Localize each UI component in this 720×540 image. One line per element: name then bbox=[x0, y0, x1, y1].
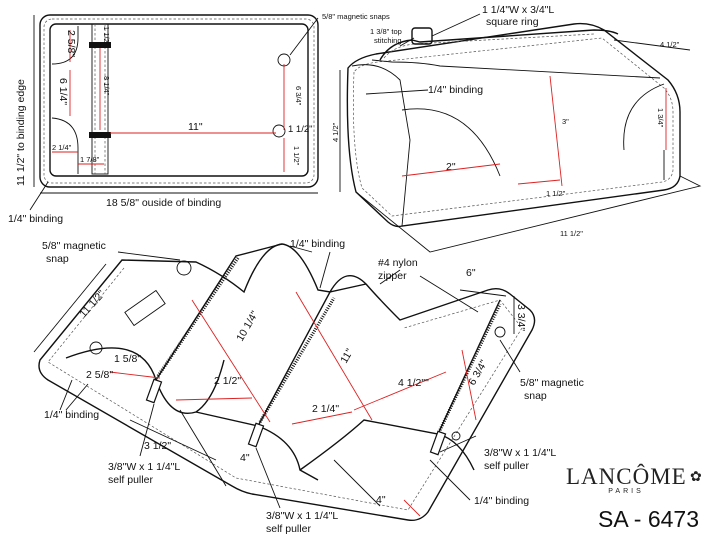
outer-binding-outline bbox=[39, 14, 319, 188]
label-snap-right-1: 5/8" magnetic bbox=[520, 377, 584, 389]
label-dim-11-1-2: 11 1/2" bbox=[77, 288, 108, 320]
label-4-1-2-side: 4 1/2" bbox=[331, 122, 340, 142]
flat-layout-diagram: 5/8" magnetic snaps 2 5/8" 1 1/2" 6 1/4"… bbox=[8, 12, 390, 225]
label-binding-left: 1/4" binding bbox=[44, 409, 99, 421]
label-2-1-4: 2 1/4" bbox=[52, 143, 72, 152]
label-puller-right-1: 3/8"W x 1 1/4"L bbox=[484, 447, 556, 459]
rose-icon: ✿ bbox=[690, 468, 702, 484]
label-1-7-8: 1 7/8" bbox=[80, 155, 100, 164]
label-puller-left-1: 3/8"W x 1 1/4"L bbox=[108, 461, 180, 473]
label-patch bbox=[124, 289, 166, 327]
label-dim-3-1-2: 3 1/2" bbox=[144, 440, 171, 452]
label-zipper-1: #4 nylon bbox=[378, 257, 418, 269]
bottom-corner-pocket bbox=[51, 117, 79, 174]
zipper-pull-icon bbox=[247, 422, 265, 448]
label-11-1-2: 11 1/2" bbox=[560, 229, 583, 238]
strap-ring-top bbox=[89, 42, 111, 48]
magnetic-snap-icon bbox=[176, 260, 192, 276]
label-dim-3-3-4: 3 3/4" bbox=[515, 304, 527, 331]
case-3d-diagram: 1 1/4"W x 3/4"L square ring 1 3/8" top s… bbox=[331, 4, 702, 253]
label-8-1-4: 8 1/4" bbox=[102, 76, 111, 96]
label-puller-left-2: self puller bbox=[108, 474, 153, 486]
label-4-1-2-top: 4 1/2" bbox=[660, 40, 680, 49]
label-11: 11" bbox=[188, 121, 203, 133]
magnetic-snap-icon bbox=[89, 341, 103, 355]
label-puller-right-2: self puller bbox=[484, 460, 529, 472]
label-dim-10-1-4: 10 1/4" bbox=[234, 309, 261, 344]
top-corner-pocket bbox=[51, 26, 79, 65]
label-1-1-2-right: 1 1/2" bbox=[288, 124, 313, 135]
label-snap-right-2: snap bbox=[524, 390, 547, 402]
label-6-3-4: 6 3/4" bbox=[294, 86, 303, 106]
divider-left bbox=[65, 347, 225, 414]
label-binding-top-right: 1/4" binding bbox=[428, 84, 483, 96]
strap-ring-bottom bbox=[89, 132, 111, 138]
label-dim-2-1-4: 2 1/4" bbox=[312, 403, 339, 415]
brand-sub: PARIS bbox=[608, 488, 644, 495]
label-binding: 1/4" binding bbox=[8, 213, 63, 225]
label-dim-2-1-2: 2 1/2" bbox=[214, 375, 241, 387]
label-1-1-2-bottom: 1 1/2" bbox=[292, 146, 301, 166]
label-square-ring-1: 1 1/4"W x 3/4"L bbox=[482, 4, 554, 16]
label-binding-height: 11 1/2" to binding edge bbox=[15, 79, 27, 186]
label-top-stitch-2: stitching bbox=[374, 36, 402, 45]
label-puller-mid-1: 3/8"W x 1 1/4"L bbox=[266, 510, 338, 522]
magnetic-snap-icon bbox=[451, 431, 461, 441]
label-dim-1-5-8: 1 5/8" bbox=[114, 353, 141, 365]
label-magnetic-snaps: 5/8" magnetic snaps bbox=[322, 12, 390, 21]
label-dim-6-3-4: 6 3/4" bbox=[466, 358, 490, 388]
inner-panel bbox=[49, 23, 309, 177]
magnetic-snap-icon bbox=[494, 326, 506, 338]
front-pocket-curve bbox=[401, 108, 501, 177]
case-body bbox=[346, 22, 681, 228]
label-dim-4-right: 4" bbox=[376, 494, 386, 506]
label-snap-left-2: snap bbox=[46, 253, 69, 265]
label-binding-top: 1/4" binding bbox=[290, 238, 345, 250]
label-2: 2" bbox=[446, 161, 456, 173]
label-binding-bottom: 1/4" binding bbox=[474, 495, 529, 507]
label-1-1-2-strap: 1 1/2" bbox=[102, 26, 111, 46]
front-fold bbox=[351, 64, 411, 227]
label-3: 3" bbox=[562, 117, 569, 126]
label-2-5-8: 2 5/8" bbox=[65, 30, 77, 57]
label-1-1-2: 1 1/2" bbox=[546, 189, 566, 198]
label-top-stitch-1: 1 3/8" top bbox=[370, 27, 402, 36]
label-binding-width: 18 5/8" ouside of binding bbox=[106, 197, 221, 209]
label-dim-6: 6" bbox=[466, 267, 476, 279]
zipper-pull-icon bbox=[145, 378, 163, 404]
label-6-1-4: 6 1/4" bbox=[57, 78, 69, 105]
divider-mid-top bbox=[257, 283, 367, 427]
style-code: SA - 6473 bbox=[598, 506, 700, 532]
label-zipper-2: zipper bbox=[378, 270, 407, 282]
brand-block: LANCÔME PARIS bbox=[566, 464, 686, 495]
zipper-right bbox=[438, 303, 502, 431]
lid-edge bbox=[371, 59, 661, 79]
label-dim-4-left: 4" bbox=[240, 452, 250, 464]
brand-logo: LANCÔME bbox=[566, 464, 687, 489]
label-dim-2-5-8: 2 5/8" bbox=[86, 369, 113, 381]
magnetic-snap-icon bbox=[272, 124, 286, 138]
outer-stitch-line bbox=[43, 18, 315, 184]
label-dim-11: 11" bbox=[338, 347, 356, 366]
organizer-shell bbox=[38, 243, 536, 522]
zipper-mid bbox=[258, 297, 336, 423]
label-dim-4-1-2: 4 1/2"" bbox=[398, 377, 429, 389]
label-snap-left-1: 5/8" magnetic bbox=[42, 240, 106, 252]
divider-left-top bbox=[155, 243, 283, 381]
pocket-mid bbox=[299, 419, 475, 471]
handle-strap bbox=[379, 29, 619, 61]
open-organizer-diagram: 5/8" magnetic snap 1/4" binding #4 nylon… bbox=[33, 238, 584, 535]
zipper-pull-icon bbox=[429, 430, 447, 456]
end-pocket-curve bbox=[623, 83, 665, 151]
label-1-3-4: 1 3/4" bbox=[656, 108, 665, 128]
label-square-ring-2: square ring bbox=[486, 16, 539, 28]
label-puller-mid-2: self puller bbox=[266, 523, 311, 535]
strap bbox=[91, 23, 109, 175]
